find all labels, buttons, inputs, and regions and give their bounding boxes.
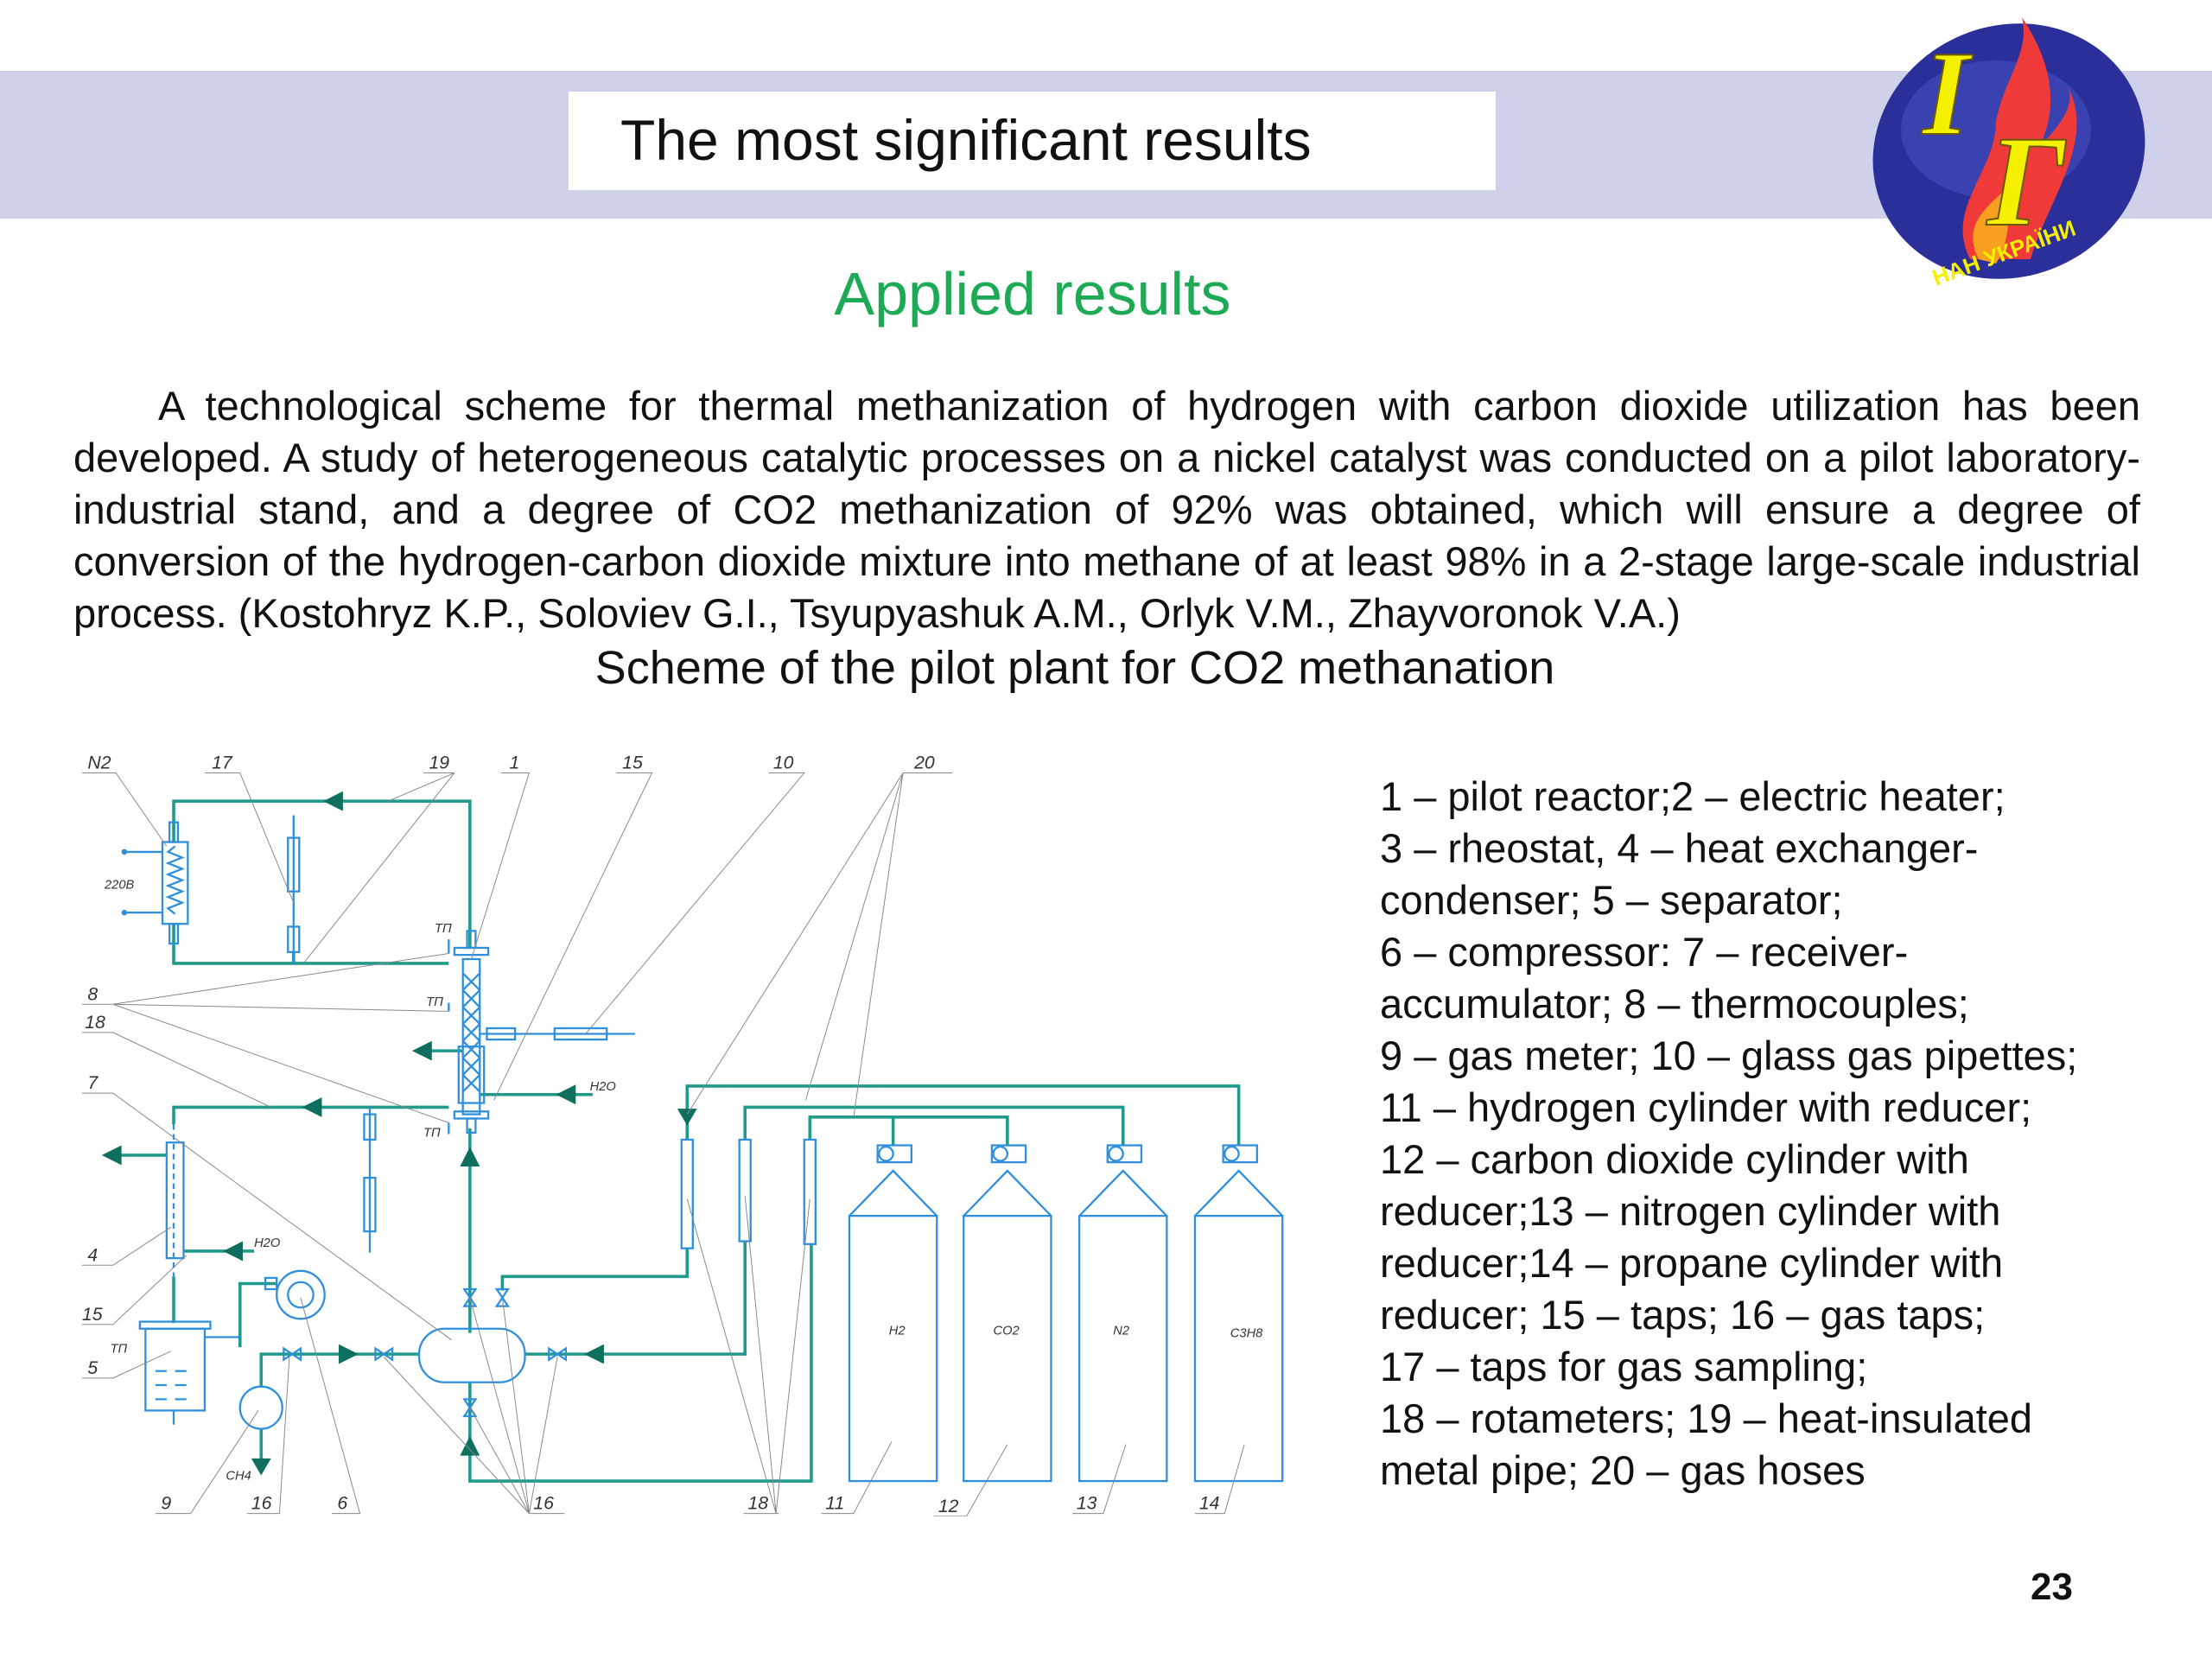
svg-text:Г: Г: [1986, 110, 2067, 253]
label-18-bottom: 18: [747, 1494, 768, 1514]
label-19: 19: [429, 753, 450, 773]
label-16-gas-taps: 16: [533, 1494, 554, 1514]
scheme-legend: 1 – pilot reactor;2 – electric heater; 3…: [1380, 771, 2077, 1497]
label-20: 20: [913, 753, 935, 773]
thermocouple-label: ТП: [111, 1342, 128, 1356]
cylinder-label-n2: N2: [1113, 1324, 1129, 1338]
section-subtitle: Applied results: [834, 260, 1231, 327]
legend-line: 6 – compressor: 7 – receiver-: [1380, 929, 1909, 975]
arrow-left-icon: [323, 791, 343, 811]
legend-line: reducer;14 – propane cylinder with: [1380, 1240, 2004, 1286]
slide-title: The most significant results: [620, 108, 1312, 172]
arrow-up-icon: [460, 1147, 480, 1166]
label-11: 11: [825, 1494, 844, 1514]
svg-text:І: І: [1921, 27, 1974, 161]
equipment: [121, 815, 1284, 1483]
label-15: 15: [622, 753, 643, 773]
title-box: The most significant results: [569, 92, 1496, 190]
cylinder-co2: [963, 1144, 1052, 1483]
cylinder-n2: [1077, 1144, 1168, 1483]
label-18: 18: [85, 1013, 105, 1033]
legend-line: reducer;13 – nitrogen cylinder with: [1380, 1188, 2001, 1234]
leader-lines: [81, 772, 1245, 1516]
label-12: 12: [938, 1497, 959, 1516]
legend-line: 3 – rheostat, 4 – heat exchanger-: [1380, 825, 1979, 871]
legend-line: 1 – pilot reactor;2 – electric heater;: [1380, 773, 2005, 819]
arrow-left-icon: [223, 1241, 244, 1262]
cylinder-h2: [848, 1144, 938, 1483]
arrow-down-icon: [251, 1458, 271, 1476]
legend-line: reducer; 15 – taps; 16 – gas taps;: [1380, 1292, 1986, 1338]
cylinder-label-h2: H2: [889, 1324, 906, 1338]
arrow-right-icon: [339, 1344, 359, 1364]
label-17: 17: [212, 753, 233, 773]
thermocouple-label: ТП: [423, 1127, 441, 1141]
cylinder-label-co2: CO2: [994, 1324, 1020, 1338]
legend-line: 9 – gas meter; 10 – glass gas pipettes;: [1380, 1033, 2078, 1078]
thermocouple-label: ТП: [426, 995, 443, 1009]
arrow-left-icon: [411, 1040, 432, 1061]
label-8: 8: [87, 984, 98, 1004]
legend-line: 17 – taps for gas sampling;: [1380, 1344, 1868, 1389]
legend-line: 11 – hydrogen cylinder with reducer;: [1380, 1084, 2032, 1130]
cylinder-c3h8: [1193, 1144, 1284, 1483]
label-13: 13: [1077, 1494, 1097, 1514]
label-16: 16: [251, 1494, 272, 1514]
legend-line: 12 – carbon dioxide cylinder with: [1380, 1136, 1969, 1182]
label-2: N2: [87, 753, 111, 773]
pipes: [112, 799, 1241, 1483]
label-5: 5: [87, 1358, 98, 1378]
scheme-title: Scheme of the pilot plant for CO2 methan…: [594, 642, 1555, 694]
arrow-up-icon: [460, 1435, 480, 1456]
scheme-labels: N2 17 19 1 15 10 20 8 18 7 4 15 5 9 16 6…: [82, 753, 1263, 1516]
institute-logo: І Г НАН УКРАЇНИ: [1872, 17, 2145, 290]
description-paragraph: A technological scheme for thermal metha…: [73, 383, 2140, 636]
page-number: 23: [2031, 1566, 2073, 1608]
label-9: 9: [161, 1494, 171, 1514]
label-1: 1: [510, 753, 520, 773]
legend-line: metal pipe; 20 – gas hoses: [1380, 1447, 1866, 1493]
flow-arrows: [101, 791, 697, 1476]
pilot-plant-scheme: N2 17 19 1 15 10 20 8 18 7 4 15 5 9 16 6…: [81, 753, 1284, 1516]
label-4: 4: [87, 1245, 98, 1265]
label-7: 7: [87, 1073, 99, 1093]
voltage-label: 220В: [104, 878, 135, 892]
label-15-left: 15: [82, 1305, 103, 1325]
arrow-left-icon: [556, 1084, 576, 1105]
label-6: 6: [337, 1494, 347, 1514]
water-label: H2O: [254, 1236, 281, 1250]
methane-label: CH4: [226, 1469, 251, 1483]
legend-line: 18 – rotameters; 19 – heat-insulated: [1380, 1395, 2033, 1441]
thermocouple-label: ТП: [435, 922, 452, 936]
label-10: 10: [773, 753, 794, 773]
arrow-left-icon: [584, 1344, 604, 1364]
arrow-left-icon: [101, 1145, 122, 1166]
arrow-left-icon: [302, 1097, 322, 1117]
cylinder-label-c3h8: C3H8: [1230, 1327, 1263, 1341]
legend-line: condenser; 5 – separator;: [1380, 877, 1843, 923]
legend-line: accumulator; 8 – thermocouples;: [1380, 981, 1969, 1027]
water-label: H2O: [590, 1080, 617, 1094]
label-14: 14: [1199, 1494, 1220, 1514]
arrow-down-icon: [677, 1109, 697, 1126]
